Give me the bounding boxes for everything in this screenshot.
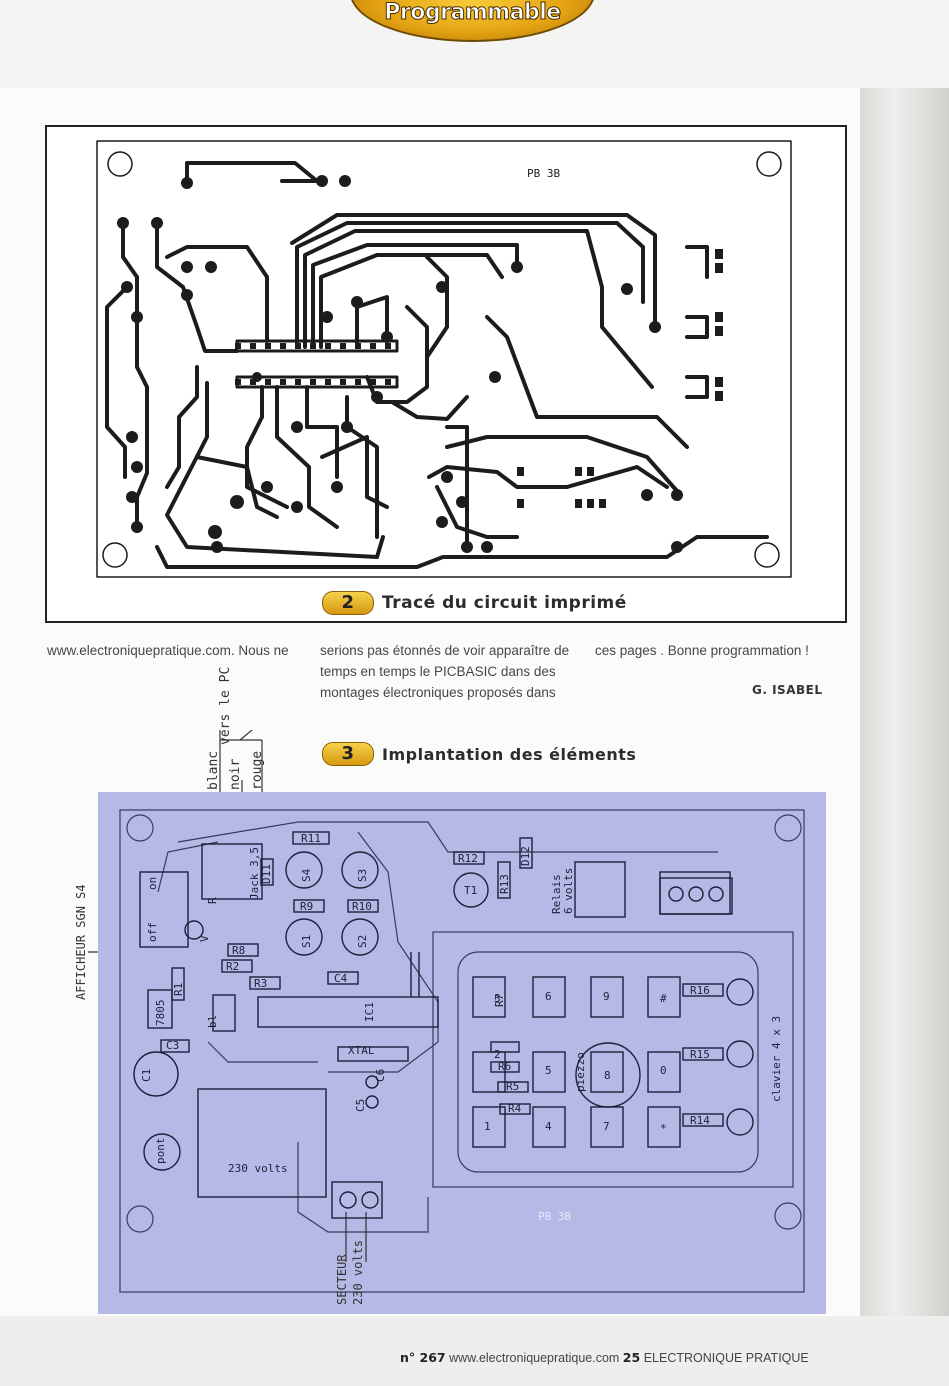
mains-label-1: SECTEUR (335, 1254, 349, 1305)
figure-component-layout: R11 D11 Jack 3,5 S4 S3 R9 R10 S1 S2 R12 … (98, 792, 826, 1314)
label-c5: C5 (354, 1099, 367, 1112)
figure3-number: 3 (322, 742, 374, 766)
key-3: 3 (494, 992, 501, 1005)
label-7805: 7805 (154, 1000, 167, 1027)
text-column-2: serions pas étonnés de voir apparaître d… (320, 640, 569, 703)
label-bl: bl (206, 1015, 219, 1028)
key-star: * (660, 1122, 667, 1135)
label-c1: C1 (140, 1069, 153, 1082)
col3-line: ces pages . Bonne programmation ! (595, 643, 809, 658)
label-xtal: XTAL (348, 1044, 375, 1057)
component-drawing: R11 D11 Jack 3,5 S4 S3 R9 R10 S1 S2 R12 … (119, 809, 805, 1293)
label-r13: R13 (498, 874, 511, 894)
label-c4: C4 (334, 972, 348, 985)
label-clavier: clavier 4 x 3 (770, 1016, 783, 1102)
label-r15: R15 (690, 1048, 710, 1061)
col2-line-1: serions pas étonnés de voir apparaître d… (320, 643, 570, 658)
label-piezzo: piezzo (574, 1052, 587, 1092)
label-r3: R3 (254, 977, 267, 990)
figure2-caption: 2 Tracé du circuit imprimé (322, 591, 627, 615)
key-4: 4 (545, 1120, 552, 1133)
pcb-trace-drawing: PB 3B (96, 140, 792, 578)
page-edge (860, 88, 949, 1316)
label-d11: D11 (260, 864, 273, 884)
label-c6: C6 (374, 1069, 387, 1082)
col2-line-3: montages électroniques proposés dans (320, 685, 556, 700)
label-r11: R11 (301, 832, 321, 845)
label-s2: S2 (356, 935, 369, 948)
label-r1: R1 (172, 983, 185, 996)
component-board-label: PB 3B (538, 1210, 571, 1223)
magazine-name: ELECTRONIQUE PRATIQUE (643, 1351, 809, 1365)
label-d12: D12 (519, 846, 532, 866)
label-v: V (198, 935, 211, 942)
text-column-1: www.electroniquepratique.com. Nous ne (47, 640, 289, 661)
label-r6: R6 (498, 1060, 511, 1073)
label-relais: Relais (550, 874, 563, 914)
col2-line-2: temps en temps le PICBASIC dans des (320, 664, 556, 679)
label-r: R (206, 897, 219, 904)
label-r9: R9 (300, 900, 313, 913)
key-1: 1 (484, 1120, 491, 1133)
label-r14: R14 (690, 1114, 710, 1127)
key-0: 0 (660, 1064, 667, 1077)
key-7: 7 (603, 1120, 610, 1133)
label-s3: S3 (356, 869, 369, 882)
key-9: 9 (603, 990, 610, 1003)
label-r12: R12 (458, 852, 478, 865)
key-5: 5 (545, 1064, 552, 1077)
page-number: 25 (622, 1350, 641, 1365)
label-r7: R7 (493, 994, 506, 1007)
label-s4: S4 (300, 868, 313, 882)
text-column-3: ces pages . Bonne programmation ! (595, 640, 809, 661)
label-jack: Jack 3,5 (248, 847, 261, 900)
label-off: off (146, 922, 159, 942)
label-transfo: 230 volts (228, 1162, 288, 1175)
figure3-caption: 3 Implantation des éléments (322, 742, 636, 766)
label-relais-voltage: 6 volts (562, 868, 575, 914)
label-r10: R10 (352, 900, 372, 913)
label-t1: T1 (464, 884, 477, 897)
label-pont: pont (154, 1138, 167, 1165)
label-s1: S1 (300, 935, 313, 948)
label-r4: R4 (508, 1102, 522, 1115)
label-ic1: IC1 (363, 1002, 376, 1022)
mains-leader-lines (345, 1212, 367, 1262)
author-signature: G. ISABEL (752, 683, 823, 697)
figure2-number: 2 (322, 591, 374, 615)
label-r16: R16 (690, 984, 710, 997)
display-label: AFFICHEUR SGN S4 (74, 884, 88, 1000)
issue-number: n° 267 (400, 1350, 446, 1365)
page-footer: n° 267 www.electroniquepratique.com 25 E… (400, 1350, 809, 1365)
figure3-title: Implantation des éléments (382, 744, 637, 764)
label-c3: C3 (166, 1039, 179, 1052)
label-r5: R5 (506, 1080, 519, 1093)
section-title: Programmable (384, 0, 562, 26)
pcb-board-label: PB 3B (527, 167, 560, 180)
figure2-title: Tracé du circuit imprimé (382, 593, 627, 613)
key-8: 8 (604, 1069, 611, 1082)
col1-line: www.electroniquepratique.com. Nous ne (47, 643, 289, 658)
label-on: on (146, 877, 159, 890)
label-r2: R2 (226, 960, 239, 973)
label-r8: R8 (232, 944, 245, 957)
key-hash: # (660, 992, 667, 1005)
key-2: 2 (494, 1048, 501, 1061)
key-6: 6 (545, 990, 552, 1003)
mains-label-2: 230 volts (351, 1239, 365, 1305)
footer-site: www.electroniquepratique.com (449, 1351, 620, 1365)
figure-pcb-layout: PB 3B (45, 125, 847, 623)
